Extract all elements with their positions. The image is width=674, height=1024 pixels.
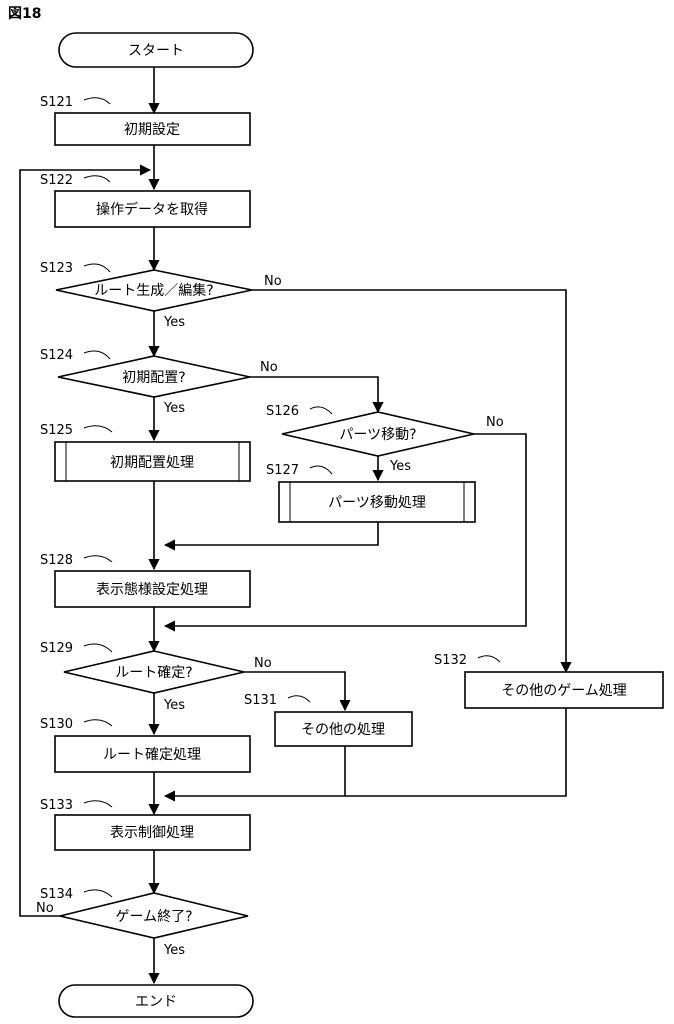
branch-labels: No Yes No Yes No Yes No Yes No Yes [36, 274, 504, 958]
s134-no-label: No [36, 901, 54, 916]
s129-yes-label: Yes [163, 698, 185, 713]
start-label: スタート [128, 43, 184, 59]
arrow-s124-no [250, 376, 384, 414]
s128-label: 表示態様設定処理 [96, 582, 208, 598]
step-id-s130: S130 [40, 717, 73, 732]
arrow-s123-no [252, 289, 572, 674]
s134-yes-label: Yes [163, 943, 185, 958]
s129-label: ルート確定? [115, 665, 192, 681]
s122-label: 操作データを取得 [96, 201, 208, 218]
step-labels: S121 S122 S123 S124 S125 S126 S127 S128 … [40, 95, 501, 902]
arrow-s132-merge [163, 708, 567, 802]
arrow-s129-no [244, 671, 351, 712]
s121-label: 初期設定 [124, 121, 180, 138]
s134-label: ゲーム終了? [115, 909, 192, 925]
end-terminal: エンド [58, 984, 254, 1018]
s124-label: 初期配置? [122, 369, 185, 386]
predefined-process-s125: 初期配置処理 [54, 441, 251, 482]
s129-no-label: No [254, 656, 272, 671]
s124-no-label: No [260, 360, 278, 375]
step-id-s128: S128 [40, 553, 73, 568]
process-s121: 初期設定 [54, 112, 251, 146]
s123-yes-label: Yes [163, 315, 185, 330]
connectors [19, 67, 572, 985]
process-s133: 表示制御処理 [54, 814, 251, 851]
s125-label: 初期配置処理 [110, 454, 194, 471]
step-id-s132: S132 [434, 653, 467, 668]
step-id-s131: S131 [244, 693, 277, 708]
step-id-s121: S121 [40, 95, 73, 110]
arrow-loop-back [19, 164, 152, 917]
process-s128: 表示態様設定処理 [54, 570, 251, 608]
s124-yes-label: Yes [163, 401, 185, 416]
arrow-s127-merge [163, 522, 379, 551]
arrow-s126-no [163, 433, 527, 632]
s131-label: その他の処理 [301, 722, 385, 738]
process-s122: 操作データを取得 [54, 190, 251, 228]
s126-no-label: No [486, 415, 504, 430]
s133-label: 表示制御処理 [110, 825, 194, 841]
decision-s129: ルート確定? [63, 650, 245, 694]
decision-s126: パーツ移動? [281, 411, 475, 457]
s123-label: ルート生成／編集? [94, 282, 213, 299]
step-id-s134: S134 [40, 887, 73, 902]
step-id-s124: S124 [40, 348, 73, 363]
decision-s124: 初期配置? [57, 355, 251, 398]
decision-s134: ゲーム終了? [59, 892, 249, 939]
process-s132: その他のゲーム処理 [464, 671, 664, 709]
step-id-s125: S125 [40, 423, 73, 438]
step-id-s129: S129 [40, 641, 73, 656]
s126-label: パーツ移動? [339, 427, 416, 443]
process-s130: ルート確定処理 [54, 735, 251, 773]
step-id-s122: S122 [40, 173, 73, 188]
step-id-s126: S126 [266, 404, 299, 419]
s127-label: パーツ移動処理 [328, 495, 426, 511]
decision-s123: ルート生成／編集? [55, 269, 253, 312]
s132-label: その他のゲーム処理 [501, 683, 627, 699]
end-label: エンド [135, 994, 177, 1010]
step-id-s127: S127 [266, 463, 299, 478]
predefined-process-s127: パーツ移動処理 [278, 481, 476, 523]
s126-yes-label: Yes [389, 459, 411, 474]
s130-label: ルート確定処理 [103, 747, 201, 763]
s123-no-label: No [264, 274, 282, 289]
process-s131: その他の処理 [274, 711, 413, 747]
step-id-s123: S123 [40, 261, 73, 276]
figure-label: 図18 [8, 6, 41, 22]
step-id-s133: S133 [40, 798, 73, 813]
start-terminal: スタート [58, 32, 254, 68]
